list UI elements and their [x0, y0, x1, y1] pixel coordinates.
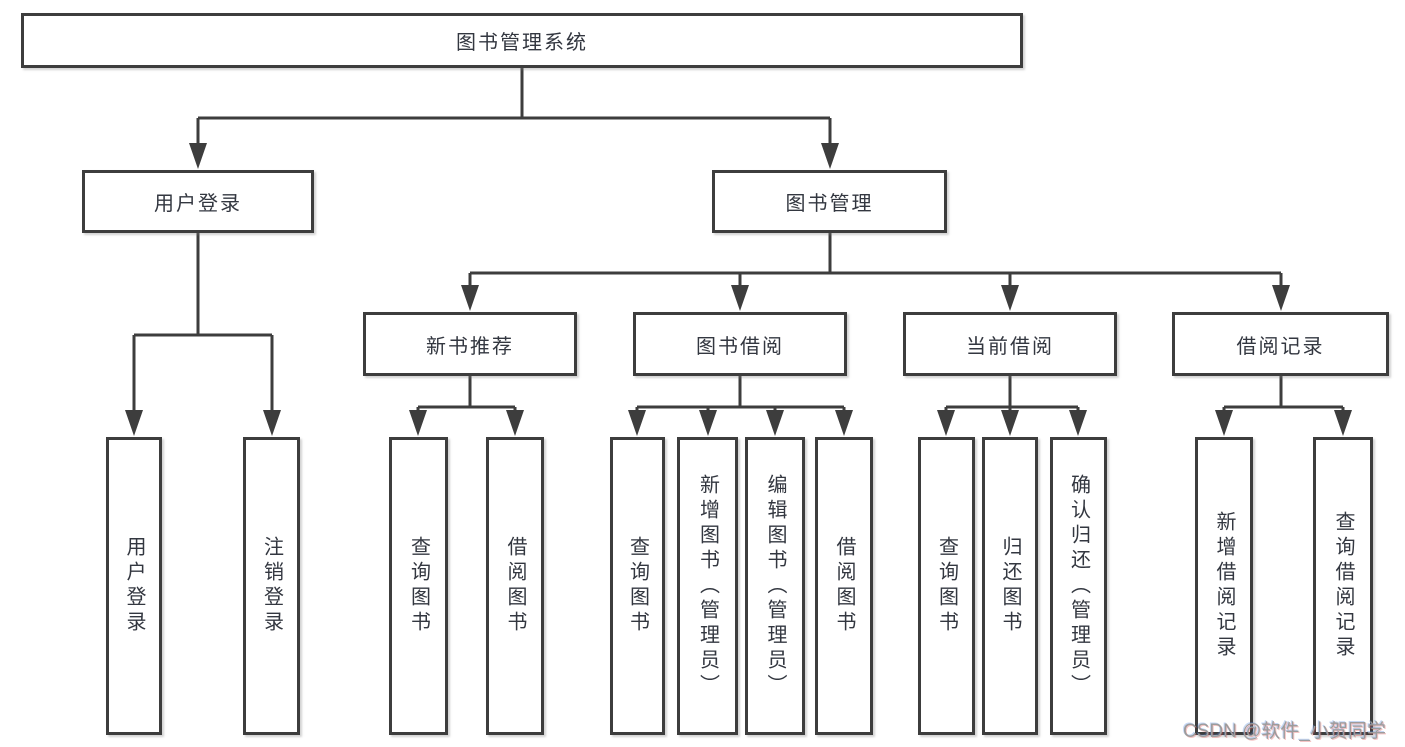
arrow-down-icon — [189, 143, 839, 169]
connector-user-login-branch — [132, 233, 274, 412]
leaf-search-book-current: 查询图书 — [918, 437, 975, 735]
node-label: 用户登录 — [154, 193, 242, 215]
node-book-borrow: 图书借阅 — [633, 312, 847, 376]
arrow-down-icon — [628, 410, 853, 436]
leaf-borrow-book: 借阅图书 — [815, 437, 873, 735]
node-label: 当前借阅 — [966, 335, 1054, 358]
leaf-return-book: 归还图书 — [982, 437, 1038, 735]
node-current-borrow: 当前借阅 — [903, 312, 1117, 376]
node-book-management: 图书管理 — [712, 170, 947, 233]
node-root-library-system: 图书管理系统 — [21, 13, 1023, 68]
node-borrow-records: 借阅记录 — [1172, 312, 1389, 376]
connector-book-borrow-branch — [635, 376, 846, 412]
leaf-confirm-return-admin: 确认归还（管理员） — [1050, 437, 1107, 735]
leaf-borrow-book-recommend: 借阅图书 — [486, 437, 544, 735]
arrow-down-icon — [125, 410, 281, 436]
leaf-logout: 注销登录 — [243, 437, 300, 735]
connector-current-borrow-branch — [944, 376, 1080, 412]
node-user-login: 用户登录 — [82, 170, 314, 233]
node-label: 图书管理系统 — [456, 32, 588, 54]
connector-borrow-records-branch — [1222, 376, 1345, 412]
node-label: 图书管理 — [785, 193, 874, 215]
connector-root-to-level2 — [196, 68, 832, 146]
node-new-book-recommend: 新书推荐 — [363, 312, 577, 376]
connector-new-book-branch — [416, 376, 517, 412]
csdn-watermark: CSDN @软件_小贺同学 — [1183, 721, 1386, 742]
arrow-down-icon — [937, 410, 1087, 436]
node-label: 借阅记录 — [1236, 335, 1325, 358]
arrow-down-icon — [461, 285, 1290, 311]
leaf-search-borrow-record: 查询借阅记录 — [1313, 437, 1373, 735]
node-label: 新书推荐 — [426, 335, 514, 358]
arrow-down-icon — [1215, 410, 1352, 436]
leaf-search-book-borrow: 查询图书 — [610, 437, 665, 735]
node-label: 图书借阅 — [696, 335, 784, 358]
arrow-down-icon — [409, 410, 524, 436]
leaf-search-book-recommend: 查询图书 — [389, 437, 448, 735]
leaf-add-borrow-record: 新增借阅记录 — [1195, 437, 1253, 735]
leaf-user-login: 用户登录 — [106, 437, 162, 735]
leaf-add-book-admin: 新增图书（管理员） — [677, 437, 738, 735]
leaf-edit-book-admin: 编辑图书（管理员） — [745, 437, 805, 735]
connector-book-management-branch — [468, 233, 1283, 287]
